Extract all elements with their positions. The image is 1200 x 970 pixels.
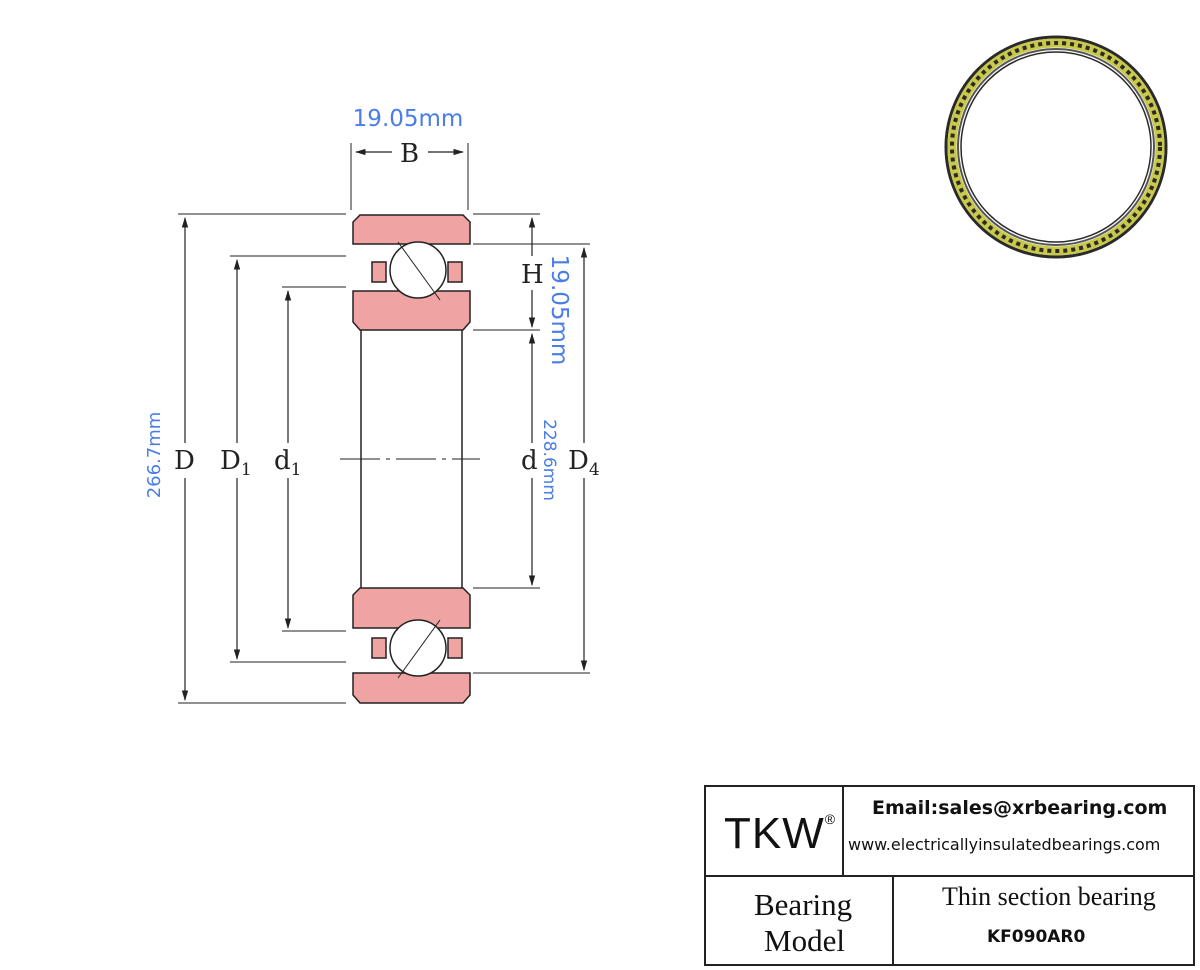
model-label-line2: Model [764, 923, 845, 958]
symbol-D: D [174, 446, 195, 476]
extension-lines [178, 143, 590, 704]
symbol-D4: D4 [568, 446, 600, 480]
bearing-type: Thin section bearing [942, 882, 1156, 911]
bottom-ball [389, 619, 447, 677]
website-text: www.electricallyinsulatedbearings.com [848, 835, 1161, 854]
dimension-symbols: B H D D1 d1 d D4 [174, 139, 600, 480]
title-block: TKW® Email:sales@xrbearing.com www.elect… [704, 785, 1195, 966]
brand-logo: TKW® [724, 809, 837, 858]
bearing-cross-section [352, 214, 471, 704]
top-outer-ring [352, 214, 471, 245]
email-text: Email:sales@xrbearing.com [872, 797, 1168, 819]
value-inner-d: 228.6mm [539, 419, 559, 501]
top-cage-right [447, 261, 463, 283]
top-inner-ring [352, 290, 471, 331]
model-number: KF090AR0 [987, 927, 1086, 947]
top-cage-left [371, 261, 387, 283]
symbol-B: B [400, 139, 419, 169]
bottom-inner-ring [352, 587, 471, 629]
bottom-cage-left [371, 637, 387, 659]
symbol-H: H [521, 260, 544, 290]
value-width-B: 19.05mm [353, 106, 464, 132]
bearing-photo [944, 35, 1168, 259]
symbol-d: d [521, 446, 538, 476]
value-outer-D: 266.7mm [144, 412, 165, 499]
value-height-H: 19.05mm [546, 255, 572, 366]
dimension-values: 19.05mm 19.05mm 266.7mm 228.6mm [144, 106, 572, 501]
symbol-D1: D1 [220, 446, 252, 480]
bearing-label-line1: Bearing [754, 887, 853, 922]
bottom-cage-right [447, 637, 463, 659]
dimension-lines [181, 148, 588, 702]
bottom-outer-ring [352, 672, 471, 704]
symbol-d1: d1 [274, 446, 301, 480]
